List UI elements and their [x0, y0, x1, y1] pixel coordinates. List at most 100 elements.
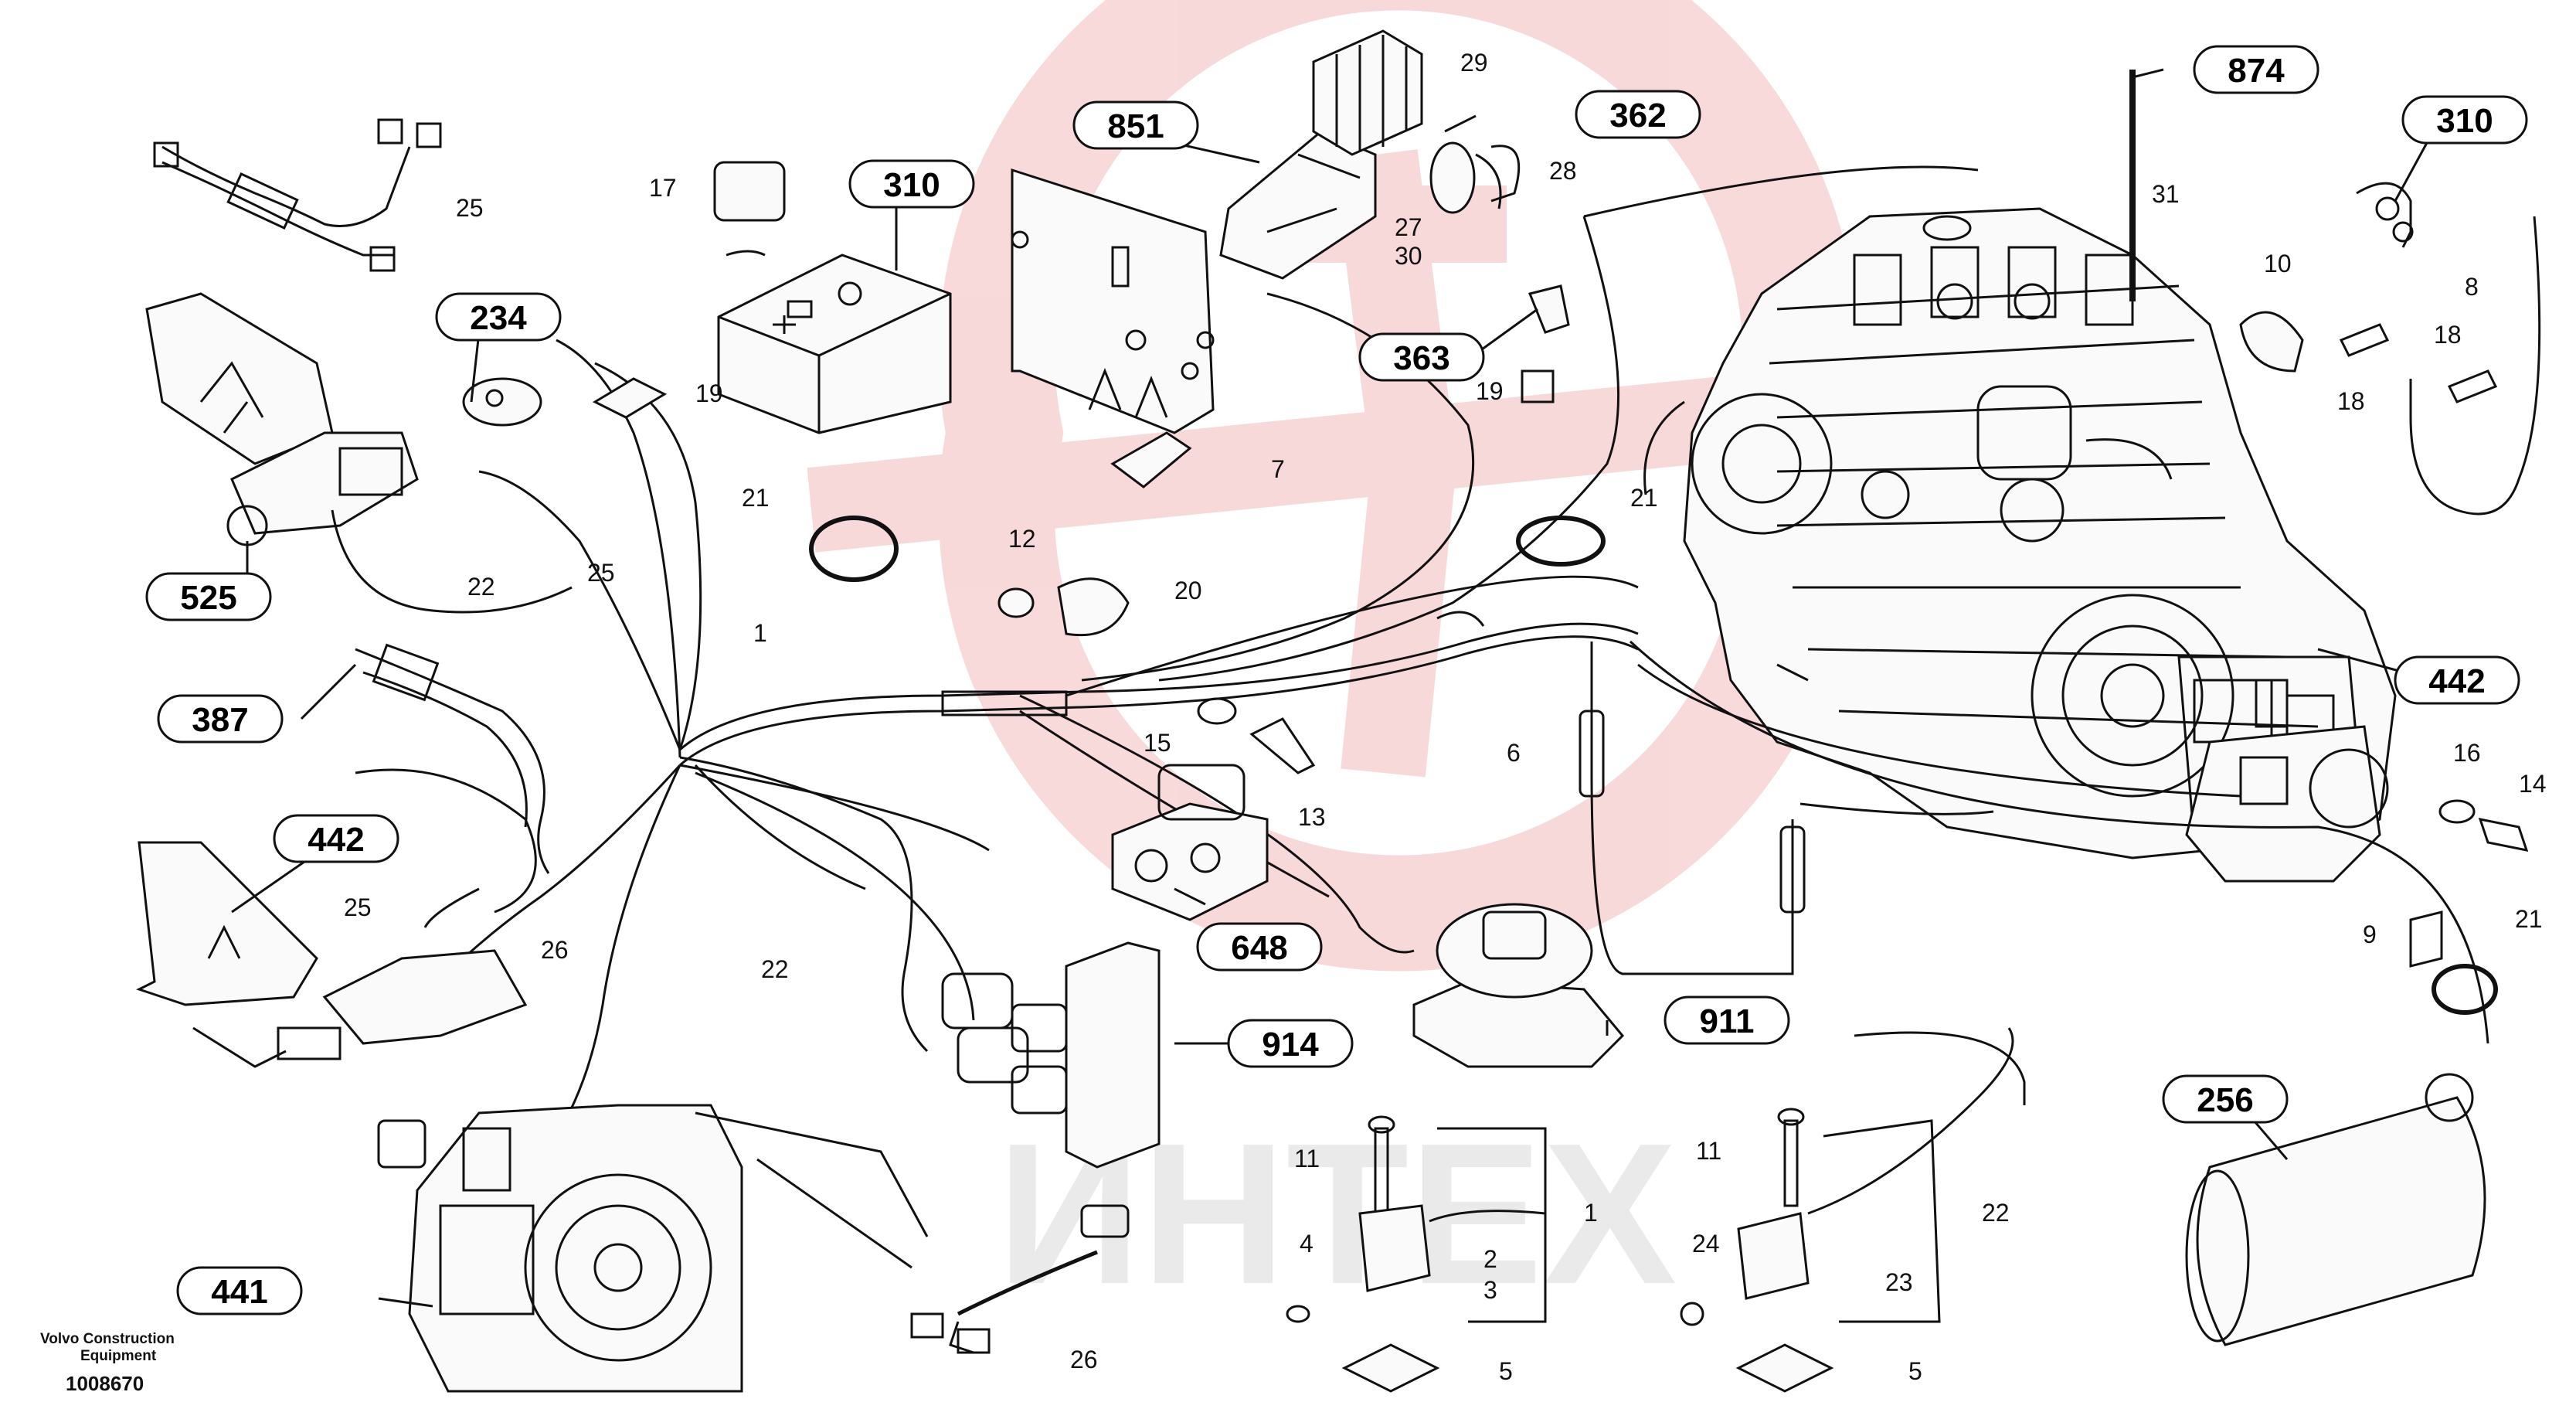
part-numbers: 25 29 28 27 30 17 31 10 8 18 18 19 7 21 …	[344, 49, 2547, 1385]
battery-cable-1	[726, 250, 766, 257]
ref-label-442-left-text: 442	[308, 821, 364, 859]
part-num-2: 2	[1483, 1245, 1497, 1273]
harness-26	[355, 768, 537, 914]
relay	[713, 161, 786, 222]
part-num-3: 3	[1483, 1276, 1497, 1304]
part-num-15: 15	[1144, 729, 1171, 757]
ref-label-387: 387	[157, 694, 284, 744]
part-num-25-a: 25	[456, 194, 484, 222]
solenoid-valve-914	[941, 941, 1161, 1169]
part-num-17: 17	[649, 174, 677, 202]
part-num-11-b: 11	[1696, 1137, 1721, 1165]
part-num-8: 8	[2465, 273, 2479, 301]
bolt-18-a	[2339, 323, 2390, 357]
part-num-30: 30	[1395, 242, 1422, 270]
ref-label-310-right: 310	[2401, 95, 2528, 145]
part-num-19-a: 19	[695, 379, 723, 407]
part-num-22-c: 22	[1982, 1199, 2010, 1227]
ref-label-525-text: 525	[180, 579, 236, 617]
clamp-10	[2239, 311, 2304, 373]
detail-solenoid-a	[1286, 1115, 1547, 1393]
ref-label-256: 256	[2162, 1074, 2289, 1124]
ref-label-362-text: 362	[1609, 97, 1666, 134]
bolt-14	[2478, 818, 2529, 852]
part-num-21-a: 21	[742, 484, 770, 512]
bracket-310-right	[2356, 182, 2412, 248]
part-num-5-b: 5	[1908, 1357, 1922, 1385]
part-num-6: 6	[1507, 739, 1521, 767]
footer-brand-line1: Volvo Construction	[40, 1331, 175, 1347]
pressure-sensor	[1110, 431, 1192, 488]
part-num-1-a: 1	[753, 619, 767, 647]
ref-label-362: 362	[1575, 90, 1701, 139]
ref-label-914: 914	[1227, 1019, 1354, 1068]
hydraulic-pump-441	[377, 1104, 929, 1393]
part-num-26-b: 26	[1070, 1346, 1098, 1373]
harness-25-top	[153, 118, 442, 272]
ref-label-851-text: 851	[1107, 107, 1164, 145]
part-num-21-c: 21	[2515, 905, 2543, 933]
part-num-11-a: 11	[1294, 1145, 1320, 1172]
footer-brand-line2: Equipment	[80, 1348, 157, 1364]
wiring-harness	[400, 165, 2489, 1160]
part-num-7: 7	[1271, 455, 1285, 483]
ref-label-310-right-text: 310	[2436, 102, 2493, 140]
part-num-14: 14	[2519, 770, 2547, 798]
ref-label-911: 911	[1664, 995, 1790, 1045]
part-num-31: 31	[2152, 180, 2180, 208]
part-num-9: 9	[2363, 921, 2377, 948]
ref-label-442-right: 442	[2394, 655, 2520, 705]
rotary-switch-911	[1412, 903, 1625, 1068]
footer-brand: Volvo Construction Equipment	[40, 1331, 175, 1365]
part-num-28: 28	[1549, 157, 1577, 185]
ref-label-442-left: 442	[273, 814, 399, 863]
ref-label-648: 648	[1196, 922, 1323, 972]
cable-8	[2409, 216, 2541, 516]
cable-6	[1590, 642, 1794, 975]
part-num-22-a: 22	[467, 573, 495, 601]
part-num-22-b: 22	[761, 955, 789, 983]
ref-label-851: 851	[1072, 100, 1199, 150]
part-num-25-c: 25	[344, 893, 372, 921]
ref-label-234-text: 234	[470, 299, 527, 337]
ref-label-525: 525	[145, 572, 272, 621]
control-panel	[1011, 168, 1215, 434]
part-num-16: 16	[2453, 739, 2481, 767]
part-num-25-b: 25	[587, 559, 615, 587]
hydraulic-pump-right	[2185, 679, 2389, 883]
ref-label-363: 363	[1358, 332, 1485, 382]
cable-26-detail	[910, 1204, 1130, 1354]
part-num-12: 12	[1008, 525, 1036, 553]
battery	[717, 254, 952, 434]
part-num-29: 29	[1460, 49, 1488, 77]
ref-label-310-top-text: 310	[883, 166, 940, 204]
part-num-18-b: 18	[2434, 321, 2462, 349]
part-num-10: 10	[2264, 250, 2292, 277]
nut-12	[997, 587, 1035, 618]
part-num-18-a: 18	[2337, 387, 2365, 415]
part-num-1-b: 1	[1584, 1199, 1598, 1227]
filter-256	[2185, 1073, 2486, 1346]
washer-15	[1197, 697, 1237, 725]
detail-solenoid-b	[1680, 1027, 2026, 1393]
ref-label-874: 874	[2193, 45, 2319, 94]
pedal-442-left	[136, 841, 528, 1068]
part-num-20: 20	[1174, 577, 1202, 604]
bracket-9	[2409, 910, 2443, 968]
regulator-heatsink	[1312, 29, 1423, 156]
clamp-21-a	[809, 516, 899, 582]
ref-label-363-text: 363	[1393, 339, 1449, 377]
line-art	[136, 29, 2541, 1393]
part-num-27: 27	[1395, 213, 1422, 241]
valve-block-648	[1111, 764, 1269, 921]
ref-label-387-text: 387	[192, 701, 248, 739]
washer-16	[2438, 799, 2476, 824]
ref-label-441-text: 441	[211, 1273, 267, 1311]
clamp-21-b	[1516, 516, 1606, 567]
clip-19	[592, 377, 668, 419]
footer-doc-number: 1008670	[66, 1372, 144, 1395]
cable-28	[1475, 153, 1502, 209]
part-num-5-a: 5	[1499, 1357, 1513, 1385]
ref-label-256-text: 256	[2197, 1081, 2253, 1119]
part-num-19-b: 19	[1476, 377, 1504, 405]
